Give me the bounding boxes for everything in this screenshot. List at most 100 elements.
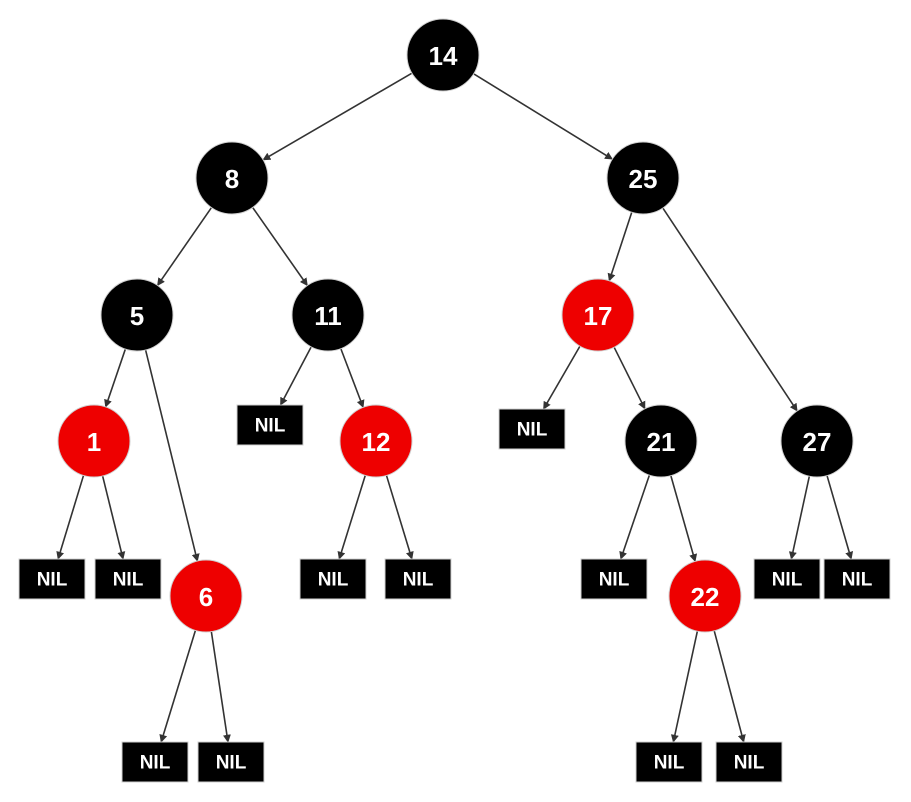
- nil-label: NIL: [734, 753, 765, 774]
- node-circle: [195, 141, 269, 215]
- node-label: 17: [584, 301, 613, 331]
- nil-box: [94, 558, 162, 600]
- edge-n21-n22: [670, 475, 698, 563]
- nil-label: NIL: [403, 570, 434, 591]
- nil-leaf: NIL: [384, 558, 452, 600]
- node-circle: [780, 404, 854, 478]
- nil-box: [715, 741, 783, 783]
- edge-n11-n12: [340, 348, 365, 409]
- nil-label: NIL: [517, 420, 548, 441]
- nil-label: NIL: [140, 753, 171, 774]
- edge-n14-n25: [473, 73, 614, 160]
- edge-n21-nil21L: [619, 474, 651, 560]
- nil-box: [18, 558, 86, 600]
- nil-label: NIL: [113, 570, 144, 591]
- nil-box: [753, 558, 821, 600]
- tree-node-25: 25: [606, 141, 680, 215]
- tree-node-21: 21: [624, 404, 698, 478]
- nil-leaf: NIL: [715, 741, 783, 783]
- edge-n12-nil12L: [337, 475, 367, 560]
- node-label: 8: [225, 164, 239, 194]
- edge-n22-nil22R: [713, 630, 746, 743]
- node-circle: [100, 278, 174, 352]
- node-circle: [169, 559, 243, 633]
- nil-box: [121, 741, 189, 783]
- tree-node-22: 22: [668, 559, 742, 633]
- edge-n6-nil6L: [159, 630, 197, 743]
- nil-box: [823, 558, 891, 600]
- nil-box: [299, 558, 367, 600]
- tree-node-1: 1: [57, 404, 131, 478]
- edge-n22-nil22L: [670, 631, 699, 743]
- nil-box: [580, 558, 648, 600]
- nil-leaf: NIL: [197, 741, 265, 783]
- nil-label: NIL: [772, 570, 803, 591]
- node-circle: [668, 559, 742, 633]
- node-circle: [406, 18, 480, 92]
- node-circle: [339, 404, 413, 478]
- tree-node-5: 5: [100, 278, 174, 352]
- node-circle: [624, 404, 698, 478]
- tree-node-11: 11: [291, 278, 365, 352]
- nil-leaf: NIL: [236, 404, 304, 446]
- nil-leaf: NIL: [299, 558, 367, 600]
- nil-leaf: NIL: [498, 408, 566, 450]
- edge-n27-nil27L: [788, 476, 811, 560]
- node-label: 27: [803, 427, 832, 457]
- nil-box: [498, 408, 566, 450]
- nil-leaf: NIL: [121, 741, 189, 783]
- node-label: 6: [199, 582, 213, 612]
- nil-label: NIL: [37, 570, 68, 591]
- tree-node-12: 12: [339, 404, 413, 478]
- nil-leaf: NIL: [823, 558, 891, 600]
- nil-box: [197, 741, 265, 783]
- edge-n25-n17: [607, 211, 633, 282]
- nil-leaf: NIL: [635, 741, 703, 783]
- node-label: 1: [87, 427, 101, 457]
- nil-box: [635, 741, 703, 783]
- nil-label: NIL: [216, 753, 247, 774]
- node-circle: [57, 404, 131, 478]
- nil-label: NIL: [318, 570, 349, 591]
- tree-node-8: 8: [195, 141, 269, 215]
- tree-nodes: 14 8 25 5 11 17 1 12 21 27 6 22: [57, 18, 854, 633]
- nil-label: NIL: [842, 570, 873, 591]
- edge-n12-nil12R: [385, 475, 414, 560]
- tree-node-14: 14: [406, 18, 480, 92]
- node-label: 22: [691, 582, 720, 612]
- tree-node-17: 17: [561, 278, 635, 352]
- tree-node-6: 6: [169, 559, 243, 633]
- nil-box: [236, 404, 304, 446]
- nil-leaf: NIL: [753, 558, 821, 600]
- edge-n1-nil1R: [101, 475, 126, 560]
- edge-n27-nil27R: [826, 475, 854, 560]
- edge-n17-n21: [613, 346, 646, 410]
- node-circle: [561, 278, 635, 352]
- edges: [56, 72, 854, 743]
- tree-node-27: 27: [780, 404, 854, 478]
- nil-label: NIL: [599, 570, 630, 591]
- edge-n8-n5: [156, 207, 213, 287]
- edge-n25-n27: [662, 207, 798, 412]
- nil-leaves: NIL NIL NIL NIL NIL NIL NIL NIL NIL NIL NIL NIL NIL: [18, 404, 891, 783]
- edge-n6-nil6R: [210, 631, 231, 743]
- edge-n1-nil1L: [56, 475, 85, 560]
- edge-n8-n11: [252, 207, 308, 287]
- edge-n17-nil17L: [542, 345, 581, 410]
- edge-n11-nil11L: [279, 346, 312, 406]
- edge-n14-n8: [262, 72, 413, 161]
- nil-leaf: NIL: [94, 558, 162, 600]
- edge-n5-n1: [104, 348, 127, 408]
- nil-label: NIL: [255, 416, 286, 437]
- node-circle: [606, 141, 680, 215]
- node-label: 5: [130, 301, 144, 331]
- node-label: 14: [429, 41, 458, 71]
- nil-box: [384, 558, 452, 600]
- node-label: 21: [647, 427, 676, 457]
- nil-leaf: NIL: [18, 558, 86, 600]
- nil-leaf: NIL: [580, 558, 648, 600]
- node-circle: [291, 278, 365, 352]
- node-label: 25: [629, 164, 658, 194]
- node-label: 11: [314, 301, 342, 331]
